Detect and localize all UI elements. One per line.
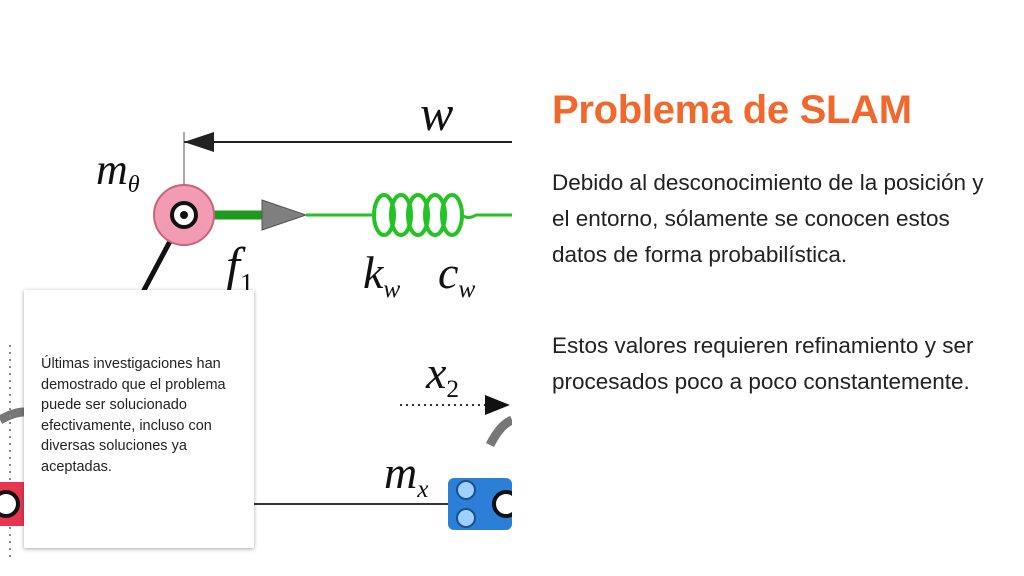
cart-wheel-bottom: [456, 508, 476, 528]
label-f1: f1: [226, 237, 254, 298]
left-arc: [0, 407, 25, 424]
x2-arrowhead: [485, 395, 510, 415]
label-x2: x2: [426, 347, 460, 403]
paragraph-refinement: Estos valores requieren refinamiento y s…: [552, 333, 974, 394]
left-wheel-hub: [0, 490, 20, 518]
label-m-theta: mθ: [96, 145, 140, 199]
cart-wheel-top: [456, 480, 476, 500]
spring-tail: [461, 213, 512, 219]
mechanism-diagram: [0, 132, 512, 560]
note-text: Últimas investigaciones han demostrado q…: [41, 356, 226, 475]
pivot-center: [180, 211, 188, 219]
cart-hub: [492, 490, 512, 518]
label-w: w: [420, 85, 454, 141]
note-card: Últimas investigaciones han demostrado q…: [24, 290, 254, 548]
label-mx: mx: [384, 447, 429, 503]
slide-title: Problema de SLAM: [552, 88, 912, 132]
spring-kw: [372, 193, 464, 237]
label-cw: cw: [438, 247, 476, 303]
w-dimension-arrowhead: [184, 132, 214, 152]
force-arrowhead: [261, 199, 308, 231]
label-kw: kw: [363, 247, 401, 303]
rotation-arc: [485, 415, 512, 448]
paragraph-probabilistic: Debido al desconocimiento de la posición…: [552, 170, 984, 267]
